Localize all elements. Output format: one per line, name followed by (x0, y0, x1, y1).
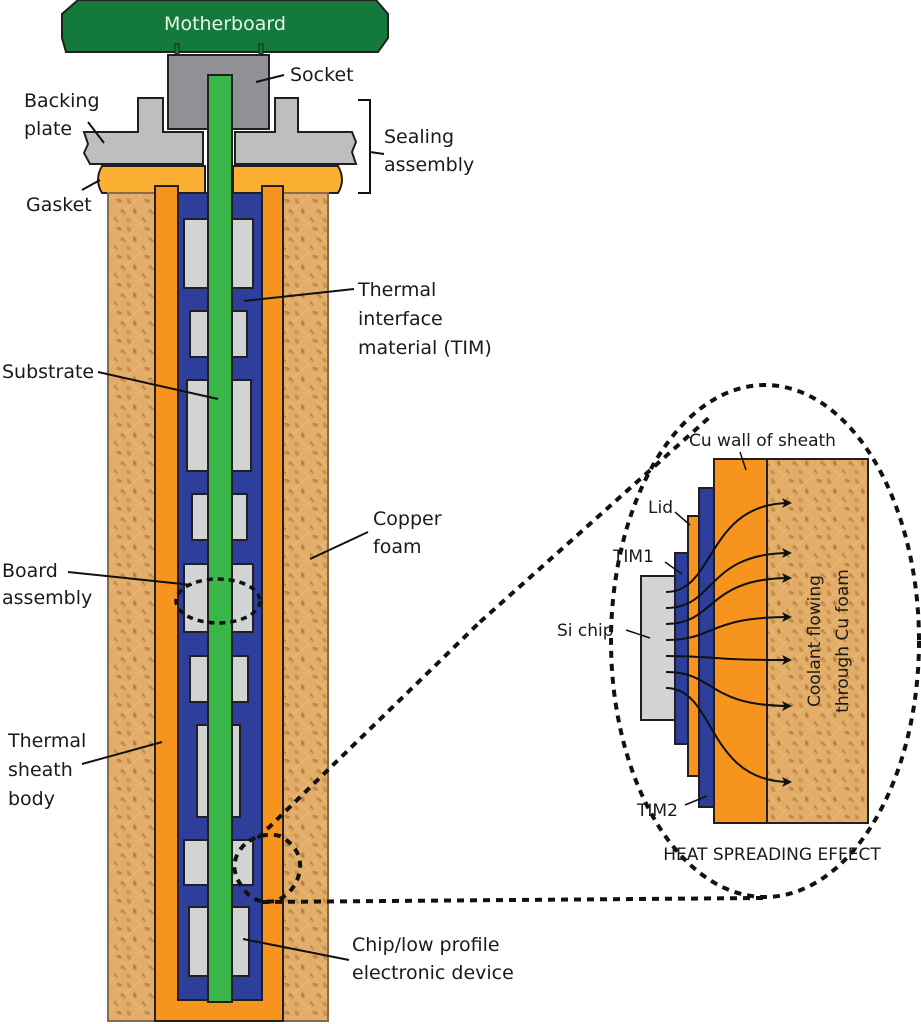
heat-flow-arrow-1 (665, 498, 792, 593)
socket-leader (255, 74, 285, 83)
motherboard-pin-left (174, 43, 180, 55)
inset-cu-wall-leader (739, 451, 747, 471)
gasket-left (97, 165, 206, 194)
tim-label-3: material (TIM) (358, 337, 492, 359)
inset-lid-label: Lid (648, 498, 673, 518)
copper-foam-leader (309, 531, 369, 560)
tim-label-2: interface (358, 308, 443, 330)
heat-flow-arrow-4 (665, 612, 792, 641)
inset-tim1 (674, 552, 689, 745)
inset-tim2 (698, 487, 715, 808)
heat-flow-arrow-6 (665, 671, 792, 711)
chip-leader (242, 938, 350, 961)
copper-foam-label-1: Copper (373, 508, 442, 530)
inset-tim1-leader (664, 561, 683, 575)
backing-plate-left (82, 97, 204, 165)
inset-si-chip-label: Si chip (557, 621, 614, 641)
sheath-body-label-2: sheath (8, 759, 73, 781)
sealing-bracket (358, 99, 385, 194)
substrate-leader (97, 371, 219, 400)
inset-lid-leader (674, 511, 691, 526)
motherboard-label: Motherboard (164, 13, 286, 35)
board-assembly-highlight (174, 577, 262, 625)
sealing-assembly-label-1: Sealing (384, 126, 454, 148)
inset-cu-wall (713, 458, 768, 824)
gasket-right (232, 165, 343, 194)
chip-label-2: electronic device (352, 962, 514, 984)
copper-foam-label-2: foam (373, 536, 421, 558)
zoom-callout-line-bottom (261, 896, 764, 904)
motherboard (61, 0, 389, 53)
socket-label: Socket (290, 64, 354, 86)
sheath-body-label-1: Thermal (7, 730, 86, 752)
backing-plate-leader (87, 121, 105, 144)
tim-label-1: Thermal (357, 279, 436, 301)
inset-cu-wall-label: Cu wall of sheath (689, 431, 836, 451)
backing-plate-right (234, 97, 358, 165)
motherboard-pin-right (258, 43, 264, 55)
sheath-body-label-3: body (8, 788, 55, 810)
board-assembly-label-1: Board (2, 560, 58, 582)
inset-coolant-label-1: Coolant flowing (805, 575, 825, 707)
inset-ellipse (609, 383, 921, 899)
substrate-label: Substrate (2, 361, 94, 383)
sheath-body-leader (81, 741, 163, 765)
inset-si-chip (640, 575, 676, 721)
gasket-label: Gasket (26, 194, 92, 216)
backing-plate-label-1: Backing (24, 90, 100, 112)
heat-flow-arrow-5 (665, 654, 792, 665)
heat-flow-arrows (665, 498, 792, 787)
backing-plate-label-2: plate (24, 118, 72, 140)
board-assembly-leader (67, 571, 193, 586)
inset-tim2-label: TIM2 (636, 801, 678, 821)
heat-flow-arrow-7 (665, 687, 792, 787)
sealing-assembly-label-2: assembly (384, 154, 474, 176)
inset-tim2-leader (684, 795, 708, 806)
inset-coolant-label-2: through Cu foam (833, 569, 853, 713)
inset-tim1-label: TIM1 (612, 547, 654, 567)
heat-flow-arrow-3 (665, 573, 792, 625)
inset-title: HEAT SPREADING EFFECT (663, 845, 881, 865)
inset-lid (687, 515, 700, 777)
chip-label-1: Chip/low profile (352, 934, 500, 956)
substrate (207, 74, 233, 1003)
heat-flow-arrow-2 (665, 548, 792, 609)
board-assembly-label-2: assembly (2, 587, 92, 609)
zoom-callout-circle (231, 832, 303, 904)
gasket-leader (81, 179, 101, 191)
tim-leader (243, 288, 355, 302)
inset-si-chip-leader (625, 629, 651, 639)
inset-cu-foam (766, 458, 869, 824)
